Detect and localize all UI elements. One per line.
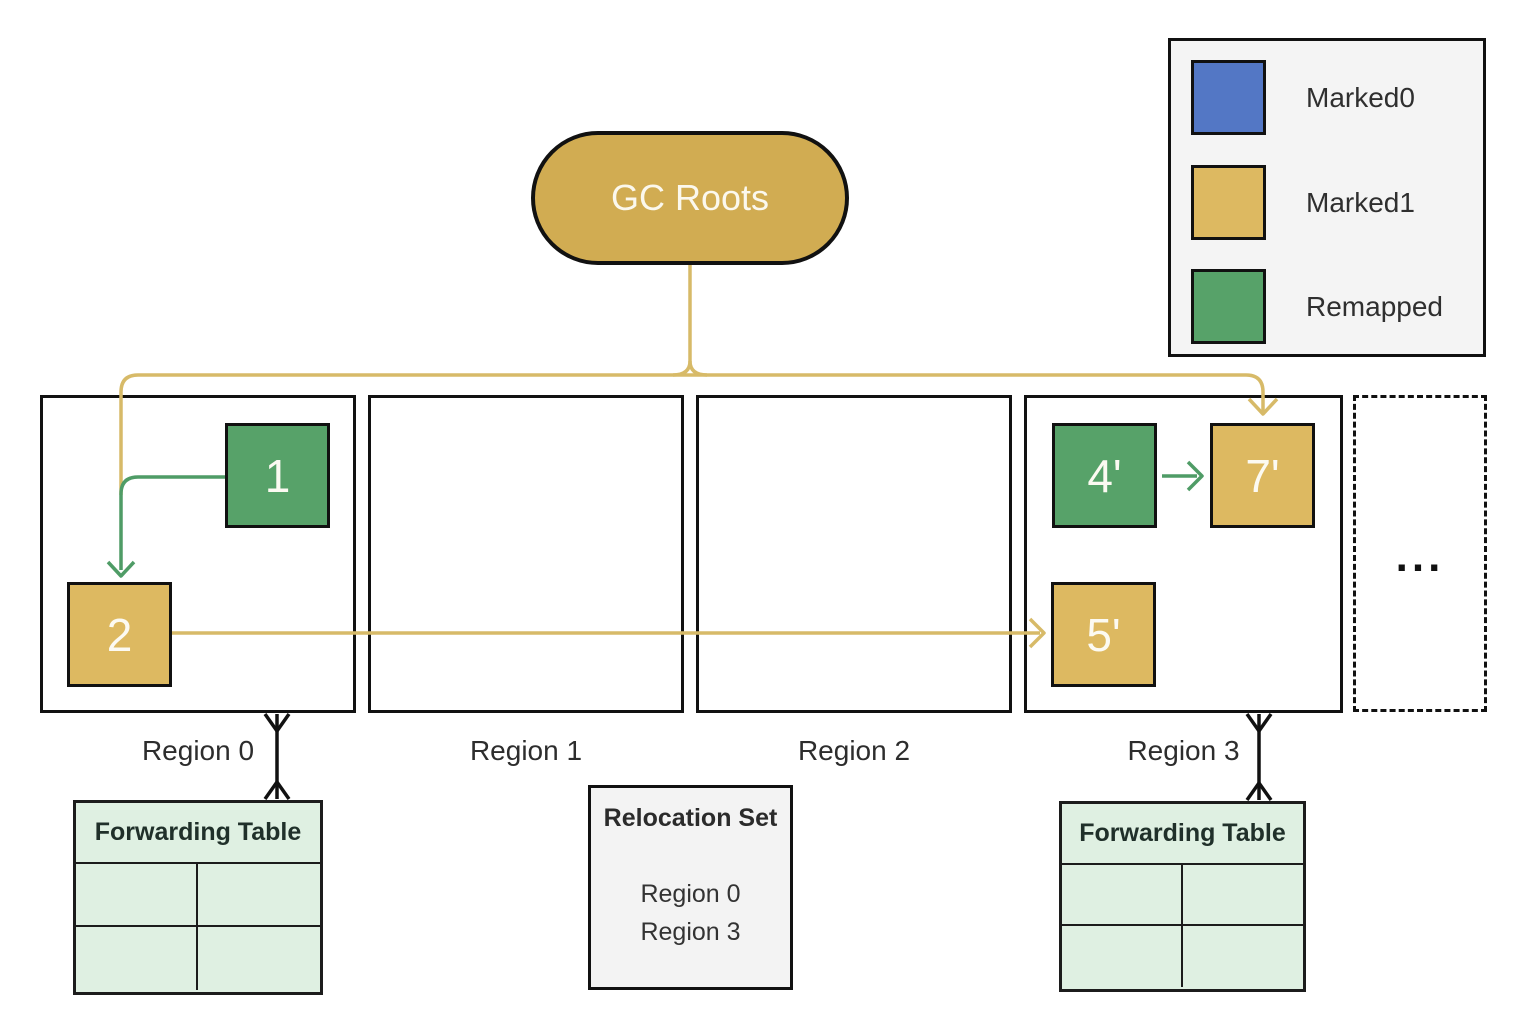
forwarding-table-region0-grid bbox=[76, 864, 320, 990]
object-2: 2 bbox=[67, 582, 172, 687]
forwarding-table-cell bbox=[198, 927, 320, 990]
forwarding-table-cell bbox=[1183, 926, 1304, 987]
legend-label-marked1: Marked1 bbox=[1306, 186, 1415, 218]
relocation-set-panel: Relocation Set Region 0 Region 3 bbox=[588, 785, 793, 990]
object-5-prime-label: 5' bbox=[1086, 608, 1121, 661]
forwarding-table-cell bbox=[1062, 865, 1183, 926]
object-7-prime-label: 7' bbox=[1245, 449, 1280, 502]
object-2-label: 2 bbox=[106, 608, 133, 661]
region-2-label: Region 2 bbox=[797, 735, 911, 766]
forwarding-table-region0: Forwarding Table bbox=[73, 800, 323, 995]
legend-item-marked0: Marked0 bbox=[1171, 60, 1483, 135]
forwarding-table-cell bbox=[198, 864, 320, 927]
legend-item-marked1: Marked1 bbox=[1171, 165, 1483, 240]
region-2-box bbox=[696, 395, 1012, 713]
gc-roots-label: GC Roots bbox=[610, 177, 770, 218]
more-regions-box: ... bbox=[1353, 395, 1487, 712]
legend-item-remapped: Remapped bbox=[1171, 269, 1483, 344]
ellipsis-label: ... bbox=[1395, 531, 1445, 581]
forwarding-table-region0-title: Forwarding Table bbox=[76, 803, 320, 864]
forwarding-table-cell bbox=[76, 926, 198, 990]
gc-roots-node: GC Roots bbox=[531, 131, 849, 265]
object-7-prime: 7' bbox=[1210, 423, 1315, 528]
region-3-label: Region 3 bbox=[1127, 735, 1240, 766]
object-4-prime: 4' bbox=[1052, 423, 1157, 528]
legend-label-marked0: Marked0 bbox=[1306, 81, 1415, 113]
marked1-color-swatch bbox=[1191, 165, 1266, 240]
remapped-color-swatch bbox=[1191, 269, 1266, 344]
forwarding-table-cell bbox=[1062, 925, 1183, 987]
forwarding-table-region3-grid bbox=[1062, 865, 1303, 987]
relocation-set-items: Region 0 Region 3 bbox=[591, 875, 790, 951]
forwarding-table-cell bbox=[1182, 865, 1303, 926]
object-1: 1 bbox=[225, 423, 330, 528]
relocation-set-title: Relocation Set bbox=[603, 804, 778, 832]
forwarding-table-region3: Forwarding Table bbox=[1059, 801, 1306, 992]
region-0-label: Region 0 bbox=[141, 735, 255, 766]
region-1-box bbox=[368, 395, 684, 713]
object-5-prime: 5' bbox=[1051, 582, 1156, 687]
relocation-set-item-1: Region 3 bbox=[640, 918, 741, 946]
relocation-set-item-0: Region 0 bbox=[640, 880, 741, 908]
legend-label-remapped: Remapped bbox=[1306, 290, 1443, 322]
object-4-prime-label: 4' bbox=[1087, 449, 1122, 502]
marked0-color-swatch bbox=[1191, 60, 1266, 135]
object-1-label: 1 bbox=[264, 449, 291, 502]
region-1-label: Region 1 bbox=[469, 735, 583, 766]
forwarding-table-region3-title: Forwarding Table bbox=[1062, 804, 1303, 865]
forwarding-table-cell bbox=[76, 864, 198, 927]
legend-panel: Marked0 Marked1 Remapped bbox=[1168, 38, 1486, 357]
